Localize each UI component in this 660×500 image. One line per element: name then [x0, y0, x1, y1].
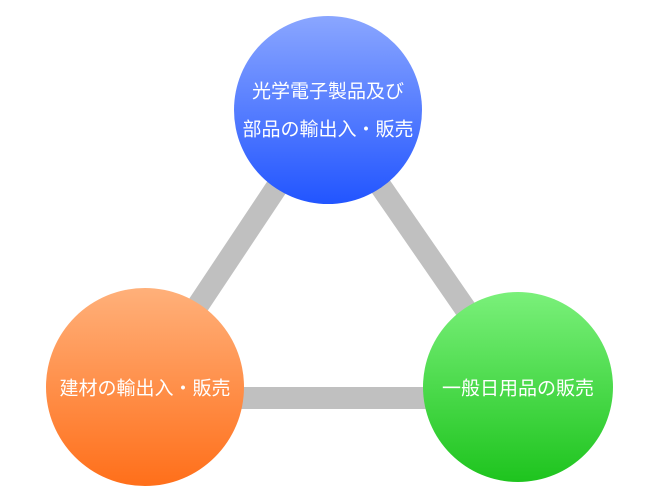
node-building: 建材の輸出入・販売 [46, 288, 244, 486]
node-goods-circle [423, 292, 613, 482]
node-optics-circle [234, 16, 422, 204]
node-optics-label-line1: 光学電子製品及び [252, 81, 404, 103]
node-building-label: 建材の輸出入・販売 [59, 378, 230, 400]
node-goods-label: 一般日用品の販売 [442, 378, 594, 400]
node-optics: 光学電子製品及び 部品の輸出入・販売 [234, 16, 422, 204]
node-goods: 一般日用品の販売 [423, 292, 613, 482]
node-optics-label-line2: 部品の輸出入・販売 [242, 119, 413, 141]
node-building-circle [46, 288, 244, 486]
